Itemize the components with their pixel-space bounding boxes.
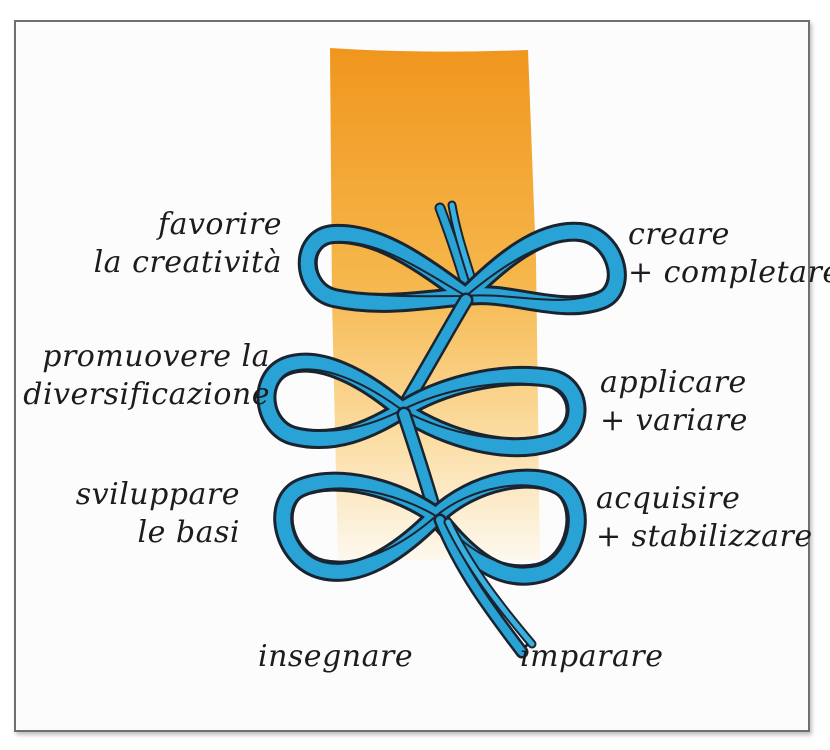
label-sviluppare-line1: sviluppare xyxy=(75,477,240,512)
label-promuovere-line1: promuovere la xyxy=(42,339,270,374)
label-sviluppare-line2: le basi xyxy=(137,515,240,550)
label-creare-line1: creare xyxy=(628,217,730,252)
label-favorire-line2: la creatività xyxy=(93,245,282,280)
label-creare-line2: + completare xyxy=(628,255,830,290)
label-applicare-line2: + variare xyxy=(600,403,748,438)
label-favorire: favorire la creatività xyxy=(94,206,282,282)
label-imparare: imparare xyxy=(520,639,664,674)
label-applicare: applicare + variare xyxy=(600,364,748,440)
label-insegnare: insegnare xyxy=(258,639,414,674)
label-acquisire-line1: acquisire xyxy=(596,481,741,516)
label-favorire-line1: favorire xyxy=(157,207,282,242)
label-promuovere-line2: diversificazione xyxy=(23,377,270,412)
ribbon-tail xyxy=(433,513,537,659)
label-acquisire-line2: + stabilizzare xyxy=(596,519,813,554)
label-sviluppare: sviluppare le basi xyxy=(76,476,240,552)
label-applicare-line1: applicare xyxy=(600,365,747,400)
label-acquisire: acquisire + stabilizzare xyxy=(596,480,813,556)
label-creare: creare + completare xyxy=(628,216,830,292)
label-promuovere: promuovere la diversificazione xyxy=(23,338,270,414)
